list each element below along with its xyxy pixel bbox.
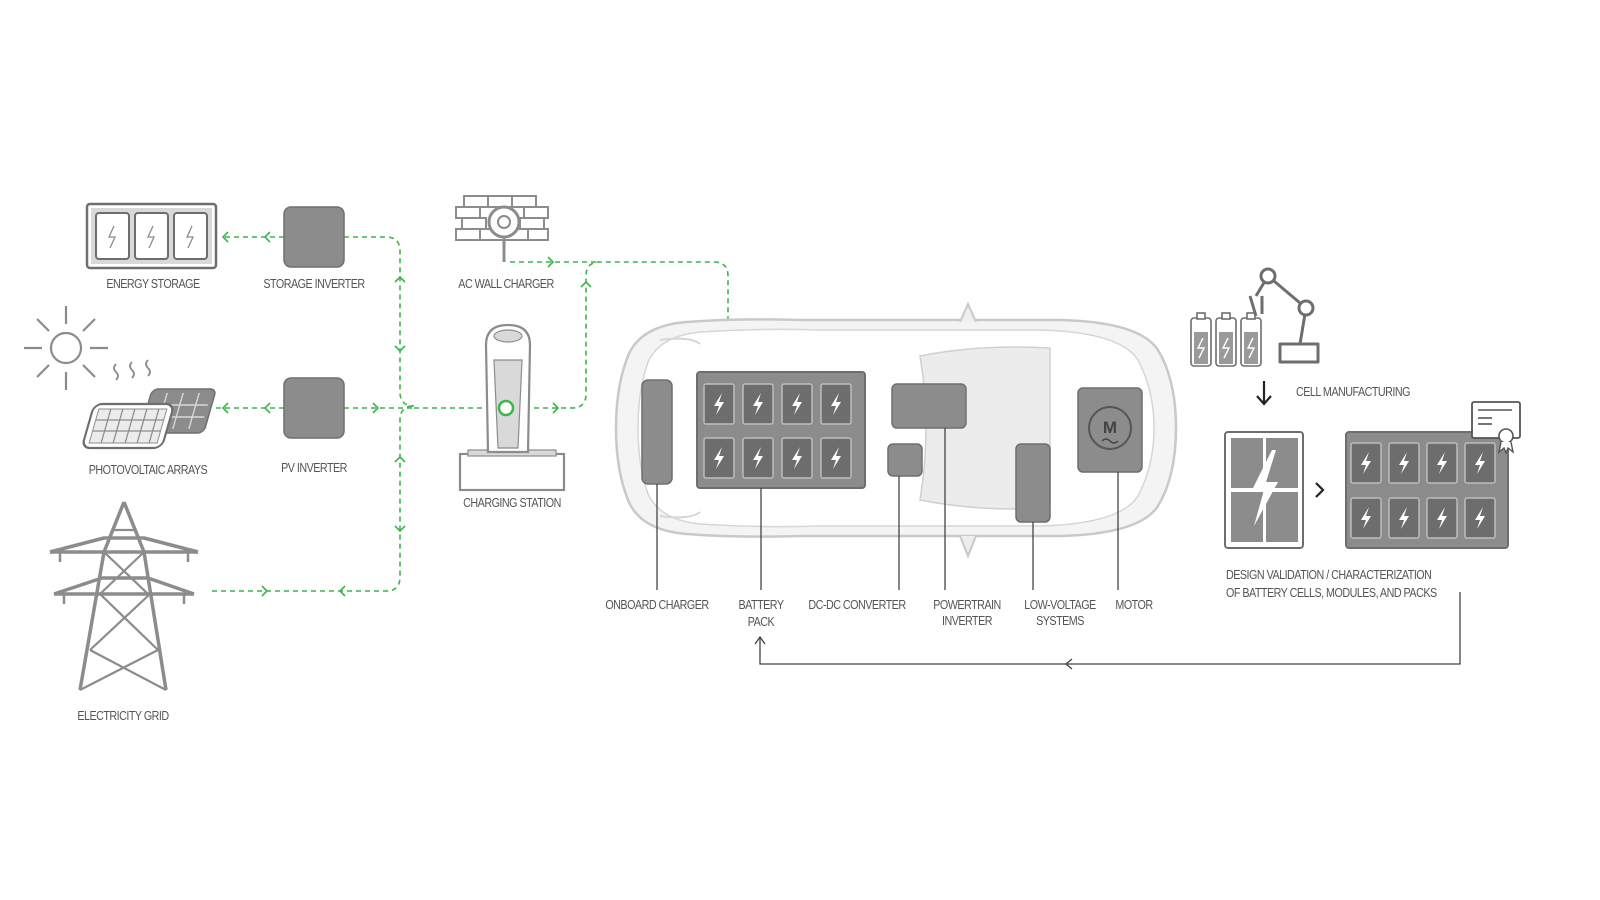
battery-pack-icon (696, 371, 866, 489)
label-battery-pack-line2: PACK (747, 615, 775, 629)
label-charging-station: CHARGING STATION (463, 496, 561, 510)
chevron-right-icon (1315, 482, 1325, 498)
arrow-down-icon (1256, 381, 1272, 406)
sun-icon (24, 306, 108, 390)
wall-charger-icon (455, 195, 549, 262)
motor-letter: M (1103, 418, 1117, 437)
label-low-voltage-line2: SYSTEMS (1036, 614, 1084, 628)
battery-module-icon (1224, 431, 1304, 549)
label-photovoltaic-arrays: PHOTOVOLTAIC ARRAYS (88, 463, 208, 477)
label-design-validation-line1: DESIGN VALIDATION / CHARACTERIZATION (1226, 568, 1432, 582)
ev-charging-station-icon (458, 323, 566, 492)
label-cell-manufacturing: CELL MANUFACTURING (1296, 385, 1410, 399)
solar-panel-icon (82, 388, 216, 450)
label-motor: MOTOR (1115, 598, 1153, 612)
pv-inverter-box (283, 377, 345, 439)
onboard-charger-box (641, 379, 673, 485)
storage-inverter-box (283, 206, 345, 268)
label-battery-pack-line1: BATTERY (738, 598, 784, 612)
label-ac-wall-charger: AC WALL CHARGER (458, 277, 554, 291)
dc-dc-converter-box (887, 443, 923, 477)
heat-waves-icon (113, 359, 151, 381)
label-low-voltage-line1: LOW-VOLTAGE (1024, 598, 1096, 612)
motor-icon: M (1077, 387, 1143, 473)
battery-rack-icon (85, 202, 218, 270)
label-energy-storage: ENERGY STORAGE (106, 277, 200, 291)
leader-lines (656, 428, 1461, 665)
low-voltage-systems-box (1015, 443, 1051, 523)
battery-pack-validated-icon (1345, 431, 1509, 549)
label-dc-dc-converter: DC-DC CONVERTER (808, 598, 906, 612)
label-electricity-grid: ELECTRICITY GRID (77, 709, 169, 723)
label-storage-inverter: STORAGE INVERTER (263, 277, 365, 291)
label-powertrain-inverter-line1: POWERTRAIN (933, 598, 1001, 612)
robot-arm-icon (1248, 267, 1320, 364)
label-pv-inverter: PV INVERTER (281, 461, 347, 475)
label-design-validation-line2: OF BATTERY CELLS, MODULES, AND PACKS (1226, 586, 1437, 600)
label-powertrain-inverter-line2: INVERTER (941, 614, 993, 628)
battery-cells-icon (1190, 312, 1262, 367)
certificate-icon (1471, 401, 1521, 455)
powertrain-inverter-box (891, 383, 967, 429)
label-onboard-charger: ONBOARD CHARGER (605, 598, 709, 612)
power-tower-icon (49, 501, 199, 691)
